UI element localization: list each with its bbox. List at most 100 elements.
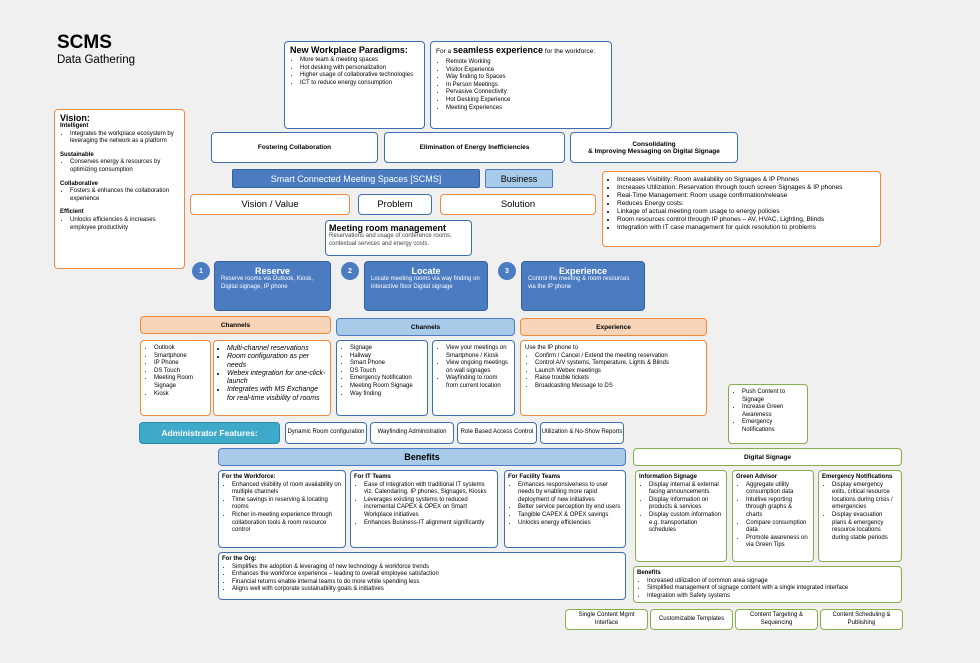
step-desc: Reserve rooms via Outlook, Kiosk, Digita…: [221, 276, 314, 290]
step-number: 2: [341, 262, 359, 280]
list-item: Display internal & external facing annou…: [649, 482, 723, 497]
list-item: Fosters & enhances the collaboration exp…: [70, 188, 179, 203]
list-item: Linkage of actual meeting room usage to …: [617, 208, 876, 216]
list-item: Webex integration for one-click-launch: [227, 370, 327, 387]
list-item: Confirm / Cancel / Extend the meeting re…: [535, 353, 702, 361]
solution-label: Solution: [440, 194, 596, 215]
step-desc: Locate meeting rooms via way finding on …: [371, 276, 480, 290]
ds-feature-targeting: Content Targeting & Sequencing: [735, 609, 818, 630]
list-item: Increases Utilization: Reservation throu…: [617, 184, 876, 192]
goal-consolidating: Consolidating & Improving Messaging on D…: [570, 132, 738, 163]
seamless-title: For a seamless experience for the workfo…: [436, 45, 596, 55]
list-item: IP Phone: [154, 360, 207, 368]
new-paradigms-list: More team & meeting spaces Hot desking w…: [290, 57, 419, 87]
list-item: Leverages existing systems to reduced in…: [364, 497, 494, 520]
ds-green-advisor: Green Advisor Aggregate utility consumpt…: [732, 470, 814, 562]
benefit-title: For the Org:: [222, 556, 257, 562]
meeting-mgmt-desc: Reservations and usage of conference roo…: [329, 233, 452, 247]
ds-title: Green Advisor: [736, 474, 778, 480]
admin-feature-wayfinding: Wayfinding Administration: [370, 422, 454, 444]
list-item: Emergency Notification: [350, 375, 424, 383]
step-reserve: Reserve Reserve rooms via Outlook, Kiosk…: [214, 261, 331, 311]
step-experience: Experience Control the meeting & room re…: [521, 261, 645, 311]
benefits-header: Benefits: [218, 448, 626, 466]
list-item: Meeting Room Signage: [154, 375, 207, 390]
list-item: Control A/V systems, Temperature, Lights…: [535, 360, 702, 368]
business-label: Business: [485, 169, 553, 188]
list-item: Hot desking with personalization: [300, 65, 419, 73]
digital-signage-header: Digital Signage: [633, 448, 902, 466]
list-item: Meeting Room Signage: [350, 383, 424, 391]
step-locate: Locate Locate meeting rooms via way find…: [364, 261, 488, 311]
business-benefits-list: Increases Visibility: Room availability …: [607, 176, 876, 232]
list-item: Emergency Notifications: [742, 419, 804, 434]
benefit-title: For the Workforce:: [222, 474, 276, 480]
list-item: Display emergency exits, critical resour…: [832, 482, 898, 512]
step-number: 1: [192, 262, 210, 280]
experience-intro: Use the IP phone to: [525, 345, 578, 351]
list-item: Visitor Experience: [446, 67, 606, 75]
list-item: Simplifies the adoption & leveraging of …: [232, 564, 622, 572]
ds-feature-templates: Customizable Templates: [650, 609, 733, 630]
list-item: Aggregate utility consumption data: [746, 482, 810, 497]
list-item: Conserves energy & resources by optimizi…: [70, 159, 179, 174]
ds-feature-scheduling: Content Scheduling & Publishing: [820, 609, 903, 630]
list-item: Room resources control through IP phones…: [617, 216, 876, 224]
list-item: Higher usage of collaborative technologi…: [300, 72, 419, 80]
list-item: Outlook: [154, 345, 207, 353]
list-item: Push Content to Signage: [742, 389, 804, 404]
meeting-mgmt-title: Meeting room management: [329, 223, 447, 233]
list-item: Way finding: [350, 391, 424, 399]
list-item: Increased utilization of common area sig…: [647, 578, 898, 586]
meeting-mgmt-box: Meeting room management Reservations and…: [325, 220, 472, 256]
list-item: Kiosk: [154, 391, 207, 399]
list-item: Display information on products & servic…: [649, 497, 723, 512]
list-item: Remote Working: [446, 59, 606, 67]
benefits-facility: For Facility Teams Enhances responsivene…: [504, 470, 626, 548]
list-item: Intuitive reporting through graphs & cha…: [746, 497, 810, 520]
list-item: Tangible CAPEX & OPEX savings: [518, 512, 622, 520]
benefits-it: For IT Teams Ease of integration with tr…: [350, 470, 498, 548]
reserve-channels-box: Outlook Smartphone IP Phone DS Touch Mee…: [140, 340, 211, 416]
list-item: Integration with Safety systems: [647, 593, 898, 601]
ds-title: Benefits: [637, 570, 661, 576]
vision-title: Vision:: [60, 113, 90, 123]
list-item: Real-Time Management: Room usage confirm…: [617, 192, 876, 200]
list-item: Smartphone: [154, 353, 207, 361]
list-item: Enhanced visibility of room availability…: [232, 482, 342, 497]
list-item: Launch Webex meetings: [535, 368, 702, 376]
list-item: DS Touch: [350, 368, 424, 376]
step-number: 3: [498, 262, 516, 280]
list-item: In Person Meetings: [446, 82, 606, 90]
benefit-title: For IT Teams: [354, 474, 391, 480]
push-content-box: Push Content to Signage Increase Green A…: [728, 384, 808, 444]
list-item: Way finding to Spaces: [446, 74, 606, 82]
list-item: Reduces Energy costs:: [617, 200, 876, 208]
list-item: Integrates the workplace ecosystem by le…: [70, 131, 179, 146]
channels-header-reserve: Channels: [140, 316, 331, 334]
list-item: Unlocks efficiencies & increases employe…: [70, 217, 179, 232]
experience-header: Experience: [520, 318, 707, 336]
step-desc: Control the meeting & room resources via…: [528, 276, 630, 290]
list-item: Display evacuation plans & emergency res…: [832, 512, 898, 542]
vision-section-title: Efficient: [60, 209, 84, 216]
vision-section-title: Sustainable: [60, 151, 94, 158]
list-item: Enhances the workforce experience – lead…: [232, 571, 622, 579]
list-item: View ongoing meetings on wall signages: [446, 360, 511, 375]
benefits-workforce: For the Workforce: Enhanced visibility o…: [218, 470, 346, 548]
list-item: Time savings in reserving & locating roo…: [232, 497, 342, 512]
list-item: Promote awareness on via Green Tips: [746, 535, 810, 550]
reserve-features-box: Multi-channel reservations Room configur…: [213, 340, 331, 416]
ds-title: Emergency Notifications: [822, 474, 893, 480]
goal-elimination: Elimination of Energy Inefficiencies: [384, 132, 565, 163]
step-title: Locate: [411, 266, 441, 276]
list-item: View your meetings on Smartphone / Kiosk: [446, 345, 511, 360]
list-item: Simplified management of signage content…: [647, 585, 898, 593]
step-title: Reserve: [254, 266, 291, 276]
business-benefits-box: Increases Visibility: Room availability …: [602, 171, 881, 247]
list-item: Room configuration as per needs: [227, 353, 327, 370]
list-item: Better service perception by end users: [518, 504, 622, 512]
ds-information-signage: Information Signage Display internal & e…: [635, 470, 727, 562]
vision-section-title: Intelligent: [60, 123, 89, 129]
ds-benefits: Benefits Increased utilization of common…: [633, 566, 902, 603]
